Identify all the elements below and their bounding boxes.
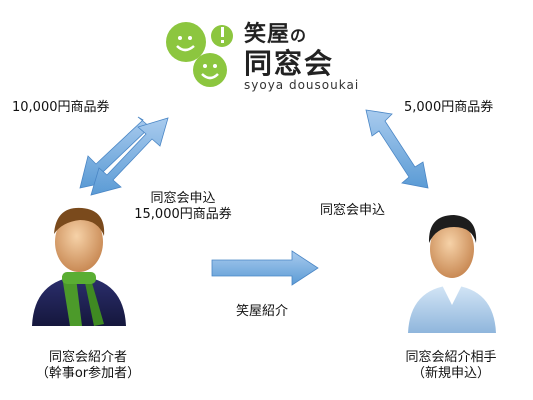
logo-title-no-text: の xyxy=(290,26,308,45)
intro-label: 笑屋紹介 xyxy=(236,304,289,319)
logo-title-top: 笑屋の xyxy=(244,16,307,48)
referee-person-icon xyxy=(408,215,496,333)
apply-arrow-right xyxy=(365,109,429,189)
referrer-person-icon xyxy=(32,207,126,326)
referrer-caption-line2: （幹事or参加者） xyxy=(35,366,141,381)
referee-caption-line1: 同窓会紹介相手 xyxy=(405,350,497,365)
gift-10000-label: 10,000円商品券 xyxy=(12,100,110,115)
referee-caption: 同窓会紹介相手 （新規申込） xyxy=(386,350,516,382)
logo: 笑屋の 同窓会 syoya dousoukai xyxy=(160,14,400,94)
apply-arrow-left xyxy=(90,117,169,196)
referrer-caption: 同窓会紹介者 （幹事or参加者） xyxy=(18,350,158,382)
logo-title-top-text: 笑屋 xyxy=(244,22,291,47)
intro-arrow xyxy=(211,250,319,286)
apply-right-label: 同窓会申込 xyxy=(320,203,386,218)
apply-left-label: 同窓会申込 15,000円商品券 xyxy=(128,191,238,223)
logo-title-main: 同窓会 xyxy=(244,47,335,80)
apply-left-line2: 15,000円商品券 xyxy=(134,207,232,222)
logo-subtitle: syoya dousoukai xyxy=(244,78,360,92)
gift-arrow-left xyxy=(79,116,151,189)
referrer-caption-line1: 同窓会紹介者 xyxy=(48,350,127,365)
logo-mark-icon xyxy=(166,22,233,87)
gift-5000-label: 5,000円商品券 xyxy=(404,100,494,115)
apply-left-line1: 同窓会申込 xyxy=(150,191,216,206)
referee-caption-line2: （新規申込） xyxy=(411,366,490,381)
